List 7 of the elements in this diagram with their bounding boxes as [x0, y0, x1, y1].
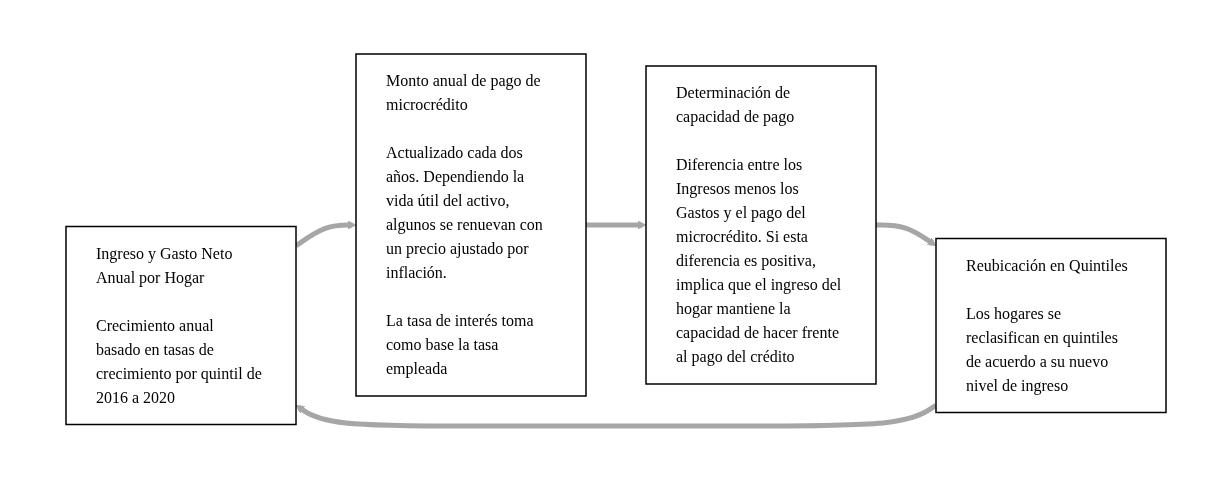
node-box: Monto anual de pago de microcrédito Actualizado cada dos años. Dependiendo la vida útil del activo, algunos se renuevan con un precio ajustado por inflación. La tasa de interés toma como base la tasa empleada	[354, 52, 587, 397]
arrow	[295, 402, 937, 428]
arrow	[875, 222, 936, 246]
node-box: Ingreso y Gasto Neto Anual por Hogar Crecimiento anual basado en tasas de crecimiento por quintil de 2016 a 2020	[64, 225, 297, 425]
node-box: Determinación de capacidad de pago Diferencia entre los Ingresos menos los Gastos y el pago del microcrédito. Si esta diferencia es positiva, implica que el ingreso del hogar mantiene la capacidad de hacer frente al pago del crédito	[644, 64, 877, 385]
node-box: Reubicación en Quintiles Los hogares se reclasifican en quintiles de acuerdo a su nuevo nivel de ingreso	[934, 237, 1167, 413]
arrow	[585, 220, 646, 229]
